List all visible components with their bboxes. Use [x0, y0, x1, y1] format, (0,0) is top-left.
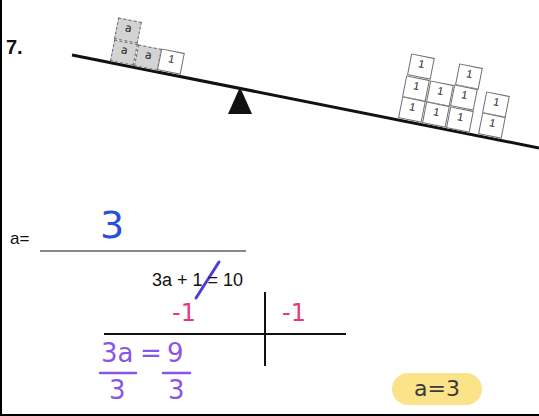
- unit-block: 1: [478, 113, 506, 139]
- page-border: [0, 414, 539, 416]
- unit-block: 1: [446, 106, 474, 132]
- block-label: 1: [159, 50, 183, 68]
- block-label: 1: [400, 98, 424, 116]
- block-label: 1: [457, 64, 481, 82]
- t-chart-line: [264, 292, 266, 366]
- answer-highlight: a=3: [392, 373, 482, 405]
- numerator: 9: [167, 339, 184, 369]
- balance-beam: [72, 55, 539, 148]
- numerator: 3a: [101, 339, 133, 369]
- block-label: 1: [409, 55, 433, 73]
- page-border: [0, 0, 2, 416]
- equation: 3a + 1 = 10: [152, 270, 243, 291]
- block-label: 1: [429, 81, 453, 99]
- block-label: 1: [448, 108, 472, 126]
- block-label: 1: [405, 76, 429, 94]
- denominator: 3: [168, 376, 185, 406]
- answer-line: [40, 250, 246, 251]
- block-label: a: [112, 41, 136, 59]
- fraction-bar: [163, 372, 190, 375]
- answer-text: a=3: [392, 373, 482, 402]
- fulcrum: [228, 87, 252, 114]
- block-label: a: [117, 19, 141, 37]
- problem-number: 7.: [6, 36, 23, 59]
- step-note: -1: [282, 300, 306, 328]
- fraction-bar: [100, 372, 136, 375]
- block-label: a: [136, 45, 160, 63]
- block-label: 1: [485, 92, 509, 110]
- equals-sign: =: [140, 339, 162, 369]
- t-chart-line: [104, 333, 346, 335]
- block-label: 1: [424, 103, 448, 121]
- block-label: 1: [480, 114, 504, 132]
- unit-block: 1: [157, 49, 185, 75]
- denominator: 3: [109, 376, 126, 406]
- handwritten-answer: 3: [100, 204, 124, 248]
- block-label: 1: [453, 86, 477, 104]
- answer-prompt: a=: [10, 229, 29, 249]
- step-note: -1: [172, 300, 196, 328]
